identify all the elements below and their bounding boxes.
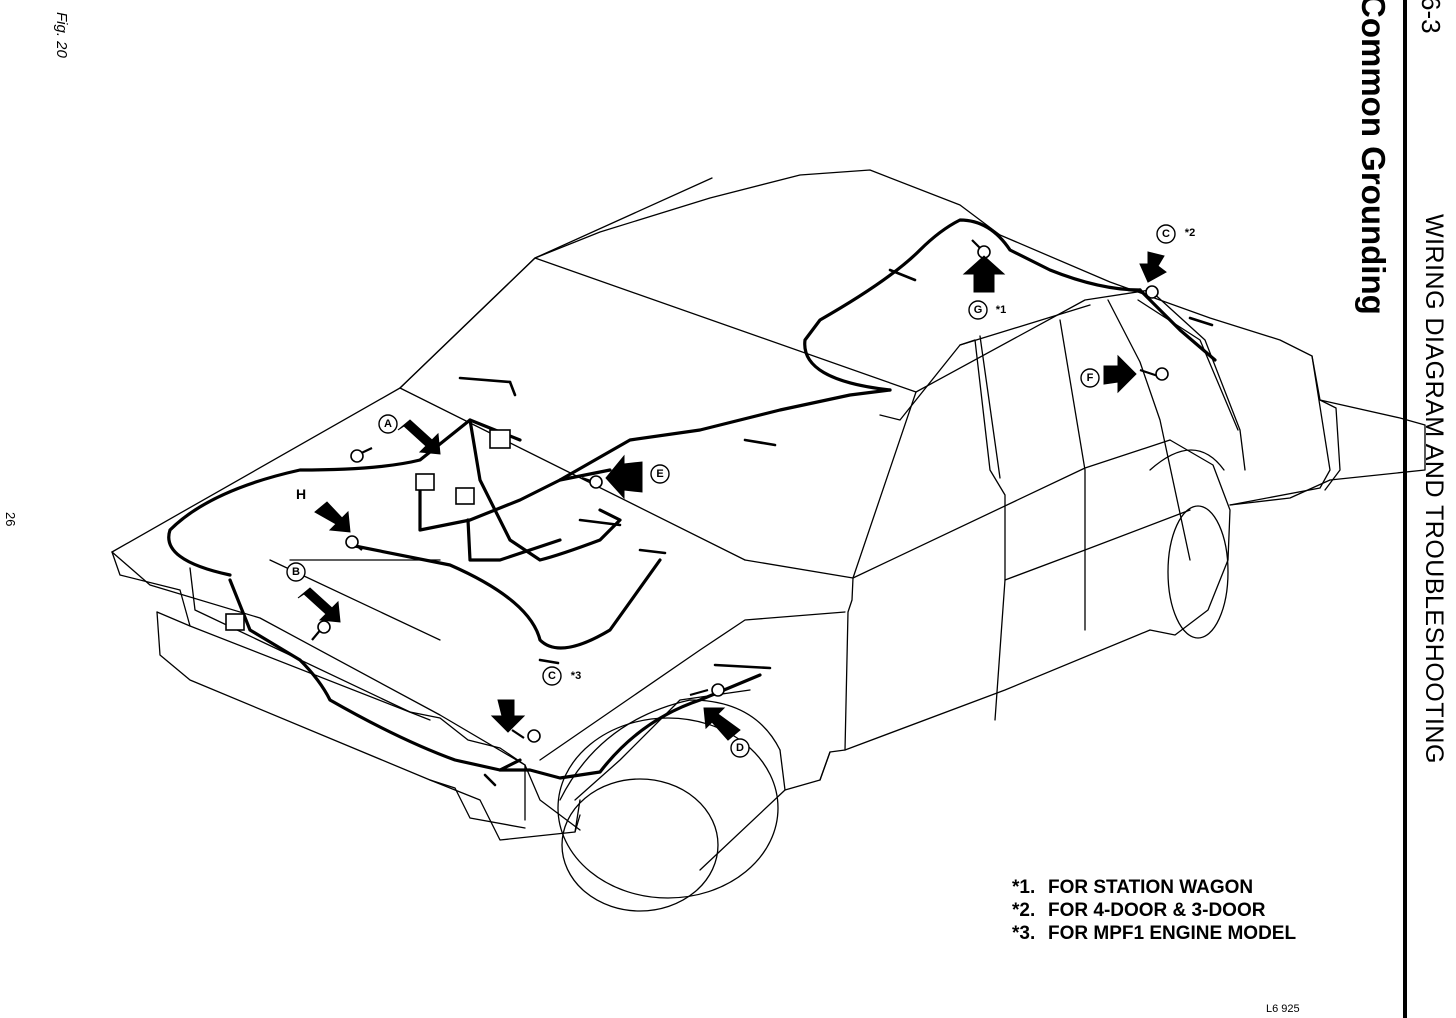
svg-text:H: H: [296, 486, 306, 502]
drawing-code: L6 925: [1266, 1003, 1300, 1015]
callout-g-1: G *1: [968, 300, 1006, 320]
arrow-a-icon: [397, 419, 441, 455]
svg-text:*1: *1: [996, 304, 1006, 316]
connector-block: [455, 487, 475, 505]
footnote-item: *2.FOR 4-DOOR & 3-DOOR: [1012, 900, 1266, 921]
svg-text:D: D: [736, 742, 744, 754]
svg-text:C: C: [1162, 228, 1170, 240]
ground-terminal: [511, 729, 541, 743]
callout-f: F: [1080, 368, 1100, 388]
svg-text:*3: *3: [571, 670, 581, 682]
ground-terminal: [1139, 367, 1169, 381]
svg-text:E: E: [656, 468, 663, 480]
car-body-outline: [111, 169, 1426, 912]
callout-b: B: [286, 562, 306, 582]
svg-text:*2: *2: [1185, 227, 1195, 239]
ground-terminal: [350, 447, 373, 463]
arrow-c2-icon: [1139, 251, 1167, 283]
arrow-e-icon: [605, 454, 643, 500]
connector-block: [225, 613, 245, 631]
callout-e: E: [650, 464, 670, 484]
arrow-b-icon: [297, 587, 341, 623]
callout-c-2: C *2: [1156, 224, 1195, 244]
callout-a: A: [378, 414, 398, 434]
svg-text:B: B: [292, 566, 300, 578]
ground-terminals: [311, 239, 1169, 743]
arrow-d-icon: [703, 707, 741, 741]
connector-block: [489, 429, 511, 449]
svg-text:A: A: [384, 418, 392, 430]
callout-h: H: [296, 486, 306, 502]
arrow-c3-icon: [490, 699, 526, 733]
arrow-f-icon: [1103, 354, 1137, 394]
page-edge-rule: [1403, 0, 1407, 1018]
footnote-item: *3.FOR MPF1 ENGINE MODEL: [1012, 923, 1297, 944]
ground-terminal: [345, 535, 363, 551]
connector-blocks: [225, 429, 511, 631]
ground-terminal: [581, 475, 603, 489]
svg-text:F: F: [1087, 372, 1094, 384]
ground-terminal: [971, 239, 991, 259]
footnote-item: *1.FOR STATION WAGON: [1012, 877, 1254, 898]
connector-block: [415, 473, 435, 491]
callout-c-3: C *3: [542, 666, 581, 686]
footnotes: *1.FOR STATION WAGON *2.FOR 4-DOOR & 3-D…: [1012, 876, 1296, 945]
svg-text:C: C: [548, 670, 556, 682]
ground-callouts: A B C *3 C *2 D E F G *1 H: [286, 224, 1195, 758]
ground-arrows: [297, 251, 1167, 741]
svg-text:G: G: [974, 304, 983, 316]
ground-terminal: [1127, 285, 1159, 299]
ground-terminal: [311, 620, 331, 641]
arrow-h-icon: [314, 501, 351, 533]
wiring-harness: [167, 218, 1217, 787]
arrow-g1-icon: [962, 255, 1006, 293]
ground-terminal: [689, 683, 725, 697]
callout-d: D: [730, 738, 750, 758]
